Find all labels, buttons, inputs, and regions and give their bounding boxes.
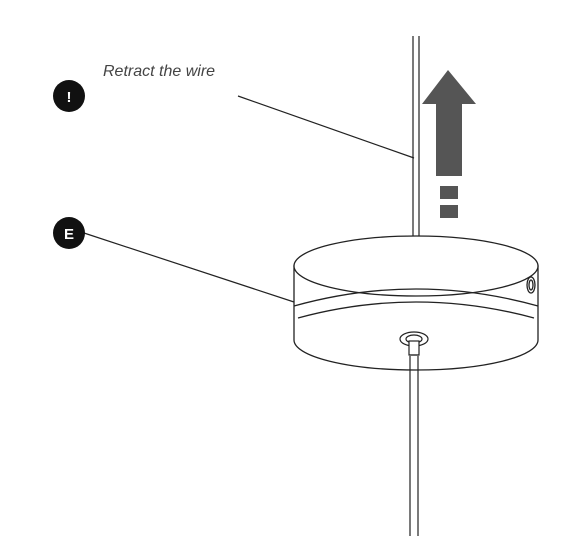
canopy-groove-1 <box>293 288 539 307</box>
part-badge: E <box>53 217 85 249</box>
leader-line-part <box>83 232 295 303</box>
arrow-dash-2 <box>440 205 458 218</box>
warning-badge: ! <box>53 80 85 112</box>
canopy-side-hole-inner <box>528 279 534 291</box>
part-badge-label: E <box>64 226 74 243</box>
canopy-top <box>293 235 539 297</box>
instruction-caption: Retract the wire <box>103 63 215 80</box>
lower-cable <box>409 356 419 536</box>
warning-badge-label: ! <box>67 89 72 106</box>
cable-gland <box>399 331 429 356</box>
upper-wire <box>412 36 420 236</box>
canopy <box>293 235 539 371</box>
arrow-head <box>422 70 476 176</box>
arrow-dash-1 <box>440 186 458 199</box>
part-badge-circle <box>53 217 85 249</box>
retract-arrow <box>422 70 476 218</box>
canopy-groove-2 <box>297 301 535 319</box>
warning-badge-circle <box>53 80 85 112</box>
leader-line-instruction <box>237 95 415 159</box>
